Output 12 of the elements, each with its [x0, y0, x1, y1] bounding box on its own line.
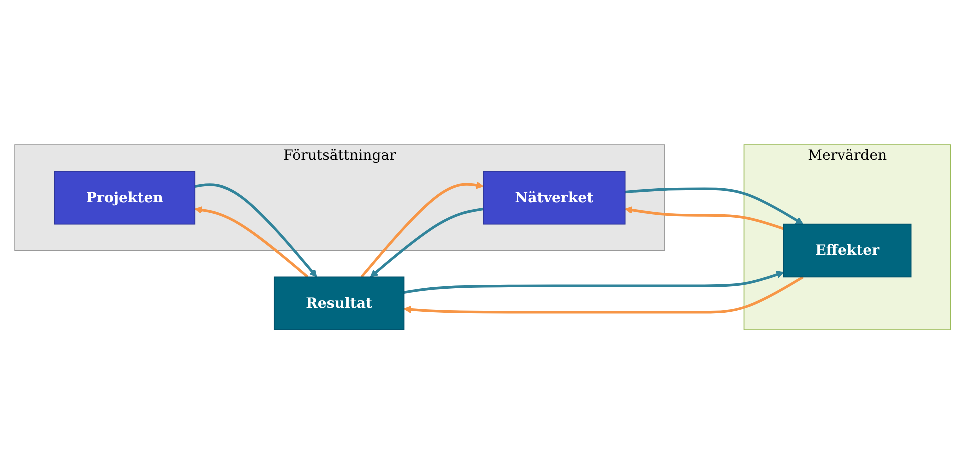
node-box: Resultat — [274, 276, 405, 330]
node-box: Projekten — [54, 170, 196, 225]
node-box: Effekter — [783, 224, 912, 278]
node-box: Nätverket — [483, 170, 626, 225]
arrow — [624, 206, 784, 230]
arrow — [370, 208, 484, 278]
arrow — [404, 271, 784, 294]
arrow — [625, 188, 804, 225]
arrow — [194, 183, 318, 278]
arrow — [194, 206, 309, 278]
arrow — [404, 276, 804, 314]
arrow — [360, 182, 484, 278]
